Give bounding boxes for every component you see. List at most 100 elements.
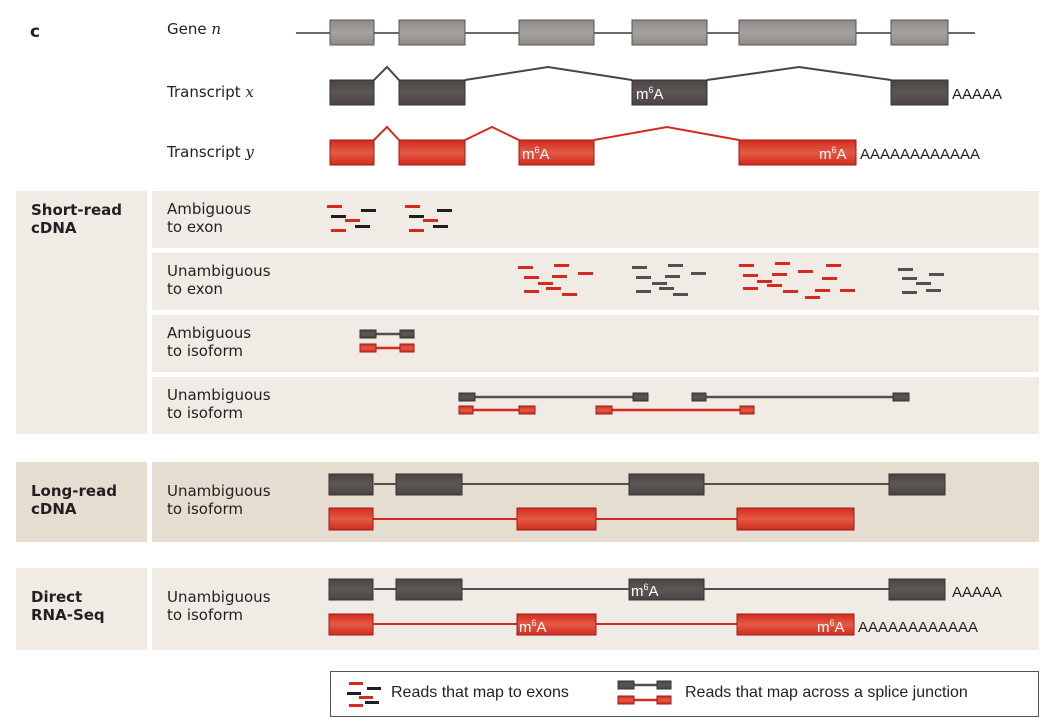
direct-x-exon (395, 578, 463, 601)
read-red (826, 264, 841, 267)
read-red (345, 219, 360, 222)
transcript-x-exon-4 (890, 79, 949, 106)
read-red (409, 229, 424, 232)
long-read-y-exon (516, 507, 597, 531)
legend-junction-reads: Reads that map across a splice junction (685, 684, 968, 701)
m6a-label-direct-y-2: m6A (817, 618, 845, 636)
read-grey (916, 282, 931, 285)
read-black (409, 215, 424, 218)
junction-block (359, 329, 377, 339)
read-grey (926, 289, 941, 292)
junction-block (595, 405, 613, 415)
read-red (739, 264, 754, 267)
polya-tail-x: AAAAA (952, 86, 1002, 103)
row-label: Unambiguous to isoform (167, 588, 271, 624)
read-red (524, 290, 539, 293)
read-red (798, 270, 813, 273)
transcript-y: m6A m6A AAAAAAAAAAAA (329, 125, 980, 166)
read-red (562, 293, 577, 296)
row-label: Unambiguous to isoform (167, 482, 271, 518)
direct-y-exon (516, 613, 597, 636)
short-read-title: Short-read cDNA (31, 201, 123, 237)
reads-ambiguous-exon (327, 205, 452, 232)
read-grey (668, 264, 683, 267)
transcript-y-exon-3 (518, 139, 595, 166)
junction-reads-legend-icon (617, 680, 672, 705)
read-grey (636, 290, 651, 293)
read-red (757, 280, 772, 283)
read-red (822, 277, 837, 280)
m6a-label-x: m6A (636, 85, 664, 103)
transcript-y-label: Transcript y (167, 143, 254, 161)
read-red (331, 229, 346, 232)
read-grey (929, 273, 944, 276)
intron-x-2 (464, 65, 633, 81)
read-red (546, 287, 561, 290)
read-red (524, 276, 539, 279)
transcript-x-label-text: Transcript (167, 83, 241, 101)
m6a-label-direct-x: m6A (631, 582, 659, 600)
read-grey (659, 287, 674, 290)
intron-x-1 (373, 65, 400, 81)
reads-unambiguous-exon (518, 262, 944, 299)
transcript-x: m6A AAAAA (329, 65, 1002, 106)
long-read-title: Long-read cDNA (31, 482, 117, 518)
read-black (331, 215, 346, 218)
row-label: Unambiguous to isoform (167, 386, 271, 422)
read-red (743, 274, 758, 277)
intron-y-2 (464, 125, 520, 141)
read-red (783, 290, 798, 293)
gene-exon-2 (398, 19, 466, 46)
panel-letter: c (30, 22, 41, 42)
read-red (767, 284, 782, 287)
short-read-section-header: Short-read cDNA (16, 191, 147, 434)
long-read-x-exon (628, 473, 705, 496)
read-grey (665, 275, 680, 278)
transcript-y-exon-4 (738, 139, 857, 166)
read-grey (902, 277, 917, 280)
gene-exon-3 (518, 19, 595, 46)
direct-rna-section-header: Direct RNA-Seq (16, 568, 147, 650)
read-red (327, 205, 342, 208)
read-red (772, 273, 787, 276)
gene-exon-4 (631, 19, 708, 46)
read-black (433, 225, 448, 228)
read-grey (898, 268, 913, 271)
junction-block (632, 392, 649, 402)
intron-y-1 (373, 125, 400, 141)
long-read-x-exon (395, 473, 463, 496)
gene-exon-5 (738, 19, 857, 46)
transcript-x-exon-1 (329, 79, 375, 106)
read-grey (652, 282, 667, 285)
junction-block (739, 405, 755, 415)
row-label: Ambiguous to isoform (167, 324, 252, 360)
gene-exon-6 (890, 19, 949, 46)
junction-block (399, 329, 415, 339)
read-red (815, 289, 830, 292)
transcript-y-label-text: Transcript (167, 143, 241, 161)
junction-block (458, 392, 476, 402)
direct-rna-row: Unambiguous to isoform (152, 568, 1039, 650)
direct-x-exon (888, 578, 946, 601)
junction-block (458, 405, 474, 415)
read-red (578, 272, 593, 275)
transcript-x-exon-2 (398, 79, 466, 106)
long-read-section-header: Long-read cDNA (16, 462, 147, 542)
read-red (405, 205, 420, 208)
read-grey (673, 293, 688, 296)
transcript-x-label: Transcript x (167, 83, 254, 101)
polya-direct-x: AAAAA (952, 584, 1002, 601)
transcript-y-label-var: y (245, 143, 254, 161)
read-black (355, 225, 370, 228)
read-grey (902, 291, 917, 294)
m6a-label-y-2: m6A (819, 145, 847, 163)
gene-model (296, 19, 975, 46)
reads-ambiguous-isoform (359, 329, 415, 353)
long-read-isoforms (328, 473, 946, 531)
row-unambiguous-exon: Unambiguous to exon (152, 253, 1039, 310)
transcript-x-exon-3 (631, 79, 708, 106)
read-grey (636, 276, 651, 279)
junction-block (691, 392, 707, 402)
junction-block (399, 343, 415, 353)
